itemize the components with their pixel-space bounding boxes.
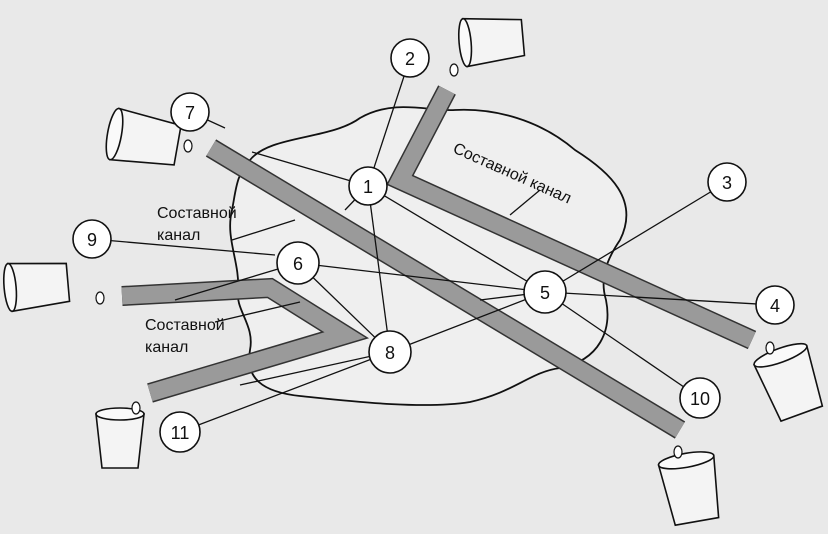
svg-text:6: 6 bbox=[293, 254, 303, 274]
callout-11: 11 bbox=[159, 411, 201, 453]
drop-bottom-left bbox=[131, 401, 141, 415]
callout-9: 9 bbox=[72, 219, 112, 259]
svg-text:7: 7 bbox=[185, 103, 195, 123]
svg-text:4: 4 bbox=[770, 296, 780, 316]
cup-left-top bbox=[105, 107, 182, 166]
composite-channel-bottom bbox=[121, 279, 366, 402]
cup-right bbox=[753, 342, 824, 423]
channels bbox=[121, 85, 757, 439]
drop-left-top bbox=[183, 139, 193, 153]
drop-left-middle bbox=[95, 291, 105, 305]
callout-3: 3 bbox=[707, 162, 747, 202]
callout-5: 5 bbox=[523, 270, 567, 314]
label-composite-left-line2: канал bbox=[157, 227, 200, 244]
svg-text:9: 9 bbox=[87, 230, 97, 250]
callout-1: 1 bbox=[348, 166, 388, 206]
callout-4: 4 bbox=[755, 285, 795, 325]
svg-text:2: 2 bbox=[405, 49, 415, 69]
cup-top bbox=[457, 17, 526, 68]
label-composite-left-line1: Составной bbox=[157, 205, 237, 222]
cup-bottom-left bbox=[95, 407, 145, 469]
callout-7: 7 bbox=[170, 92, 210, 132]
svg-text:11: 11 bbox=[171, 423, 190, 443]
callout-6: 6 bbox=[276, 241, 320, 285]
drop-top bbox=[449, 63, 459, 77]
cup-left-middle bbox=[2, 262, 71, 313]
channel-7-10 bbox=[206, 140, 685, 438]
label-composite-bottom-line2: канал bbox=[145, 339, 188, 356]
drop-bottom-right bbox=[673, 445, 683, 459]
label-composite-bottom-line1: Составной bbox=[145, 317, 225, 334]
cup-bottom-right bbox=[657, 451, 720, 527]
callout-10: 10 bbox=[679, 377, 721, 419]
drop-right bbox=[765, 341, 775, 355]
composite-channel-top bbox=[388, 86, 756, 348]
svg-text:1: 1 bbox=[363, 177, 373, 197]
leader-lines bbox=[91, 57, 776, 433]
svg-text:5: 5 bbox=[540, 283, 550, 303]
svg-text:3: 3 bbox=[722, 173, 732, 193]
svg-text:10: 10 bbox=[690, 389, 710, 409]
callout-2: 2 bbox=[390, 38, 430, 78]
callout-8: 8 bbox=[368, 330, 412, 374]
svg-text:8: 8 bbox=[385, 343, 395, 363]
